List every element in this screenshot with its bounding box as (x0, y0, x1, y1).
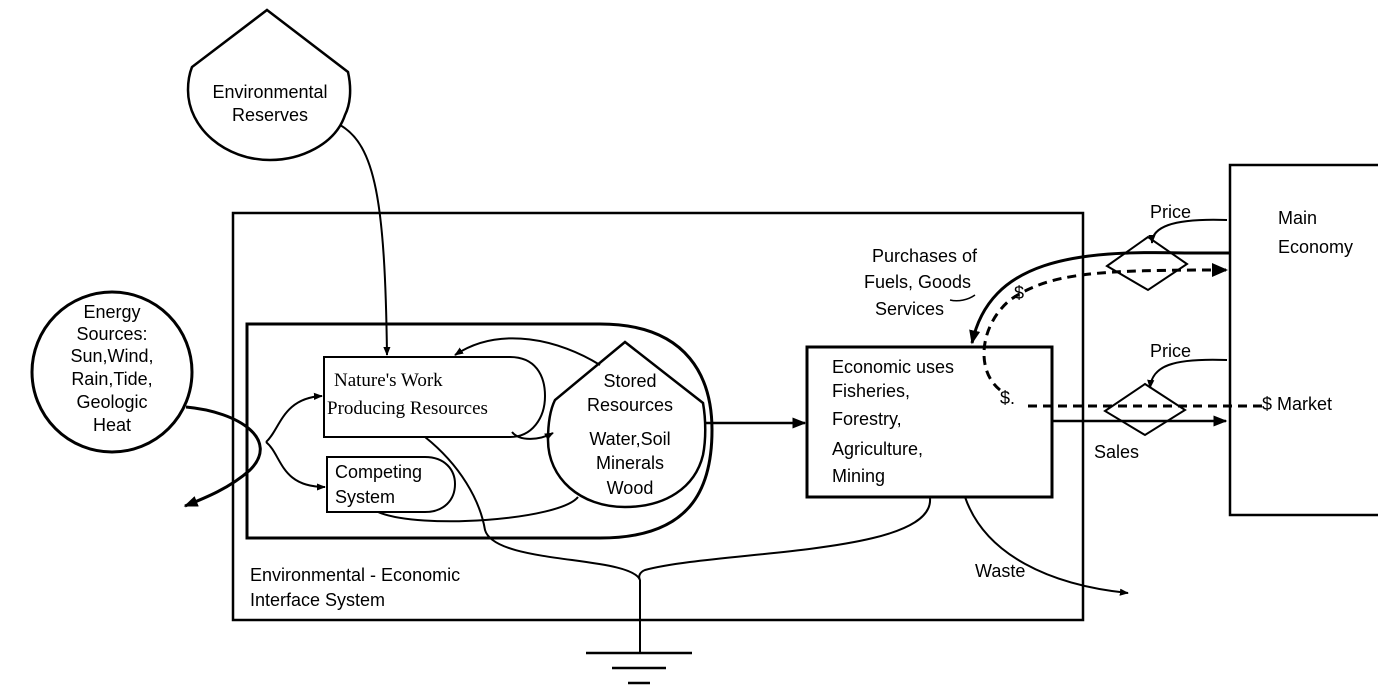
environmental-reserves-label-2: Reserves (232, 105, 308, 125)
purchases-flow-arrow (969, 251, 1230, 345)
environmental-subsystem-boundary (245, 322, 714, 540)
environmental-reserves-tank: Environmental Reserves (186, 8, 352, 162)
purchases-label-pointer (949, 294, 976, 302)
energy-inflow-line (183, 405, 262, 508)
stored-resources-label-1: Stored (603, 371, 656, 391)
interface-system-label-1: Environmental - Economic (250, 565, 460, 585)
economic-uses-label-4: Agriculture, (832, 439, 923, 459)
purchases-label-2: Fuels, Goods (864, 272, 971, 292)
heat-sink-icon (586, 651, 692, 685)
price-diamond-bottom (1103, 382, 1187, 437)
natures-work-label-2: Producing Resources (327, 398, 488, 419)
sales-label: Sales (1094, 442, 1139, 462)
competing-system-label-2: System (335, 487, 395, 507)
stored-resources-label-3: Water,Soil (589, 429, 670, 449)
stored-resources-label-4: Minerals (596, 453, 664, 473)
purchases-label-3: Services (875, 299, 944, 319)
economic-uses-box: Economic uses Fisheries, Forestry, Agric… (805, 345, 1054, 499)
economic-uses-label-2: Fisheries, (832, 381, 910, 401)
stored-resources-tank: Stored Resources Water,Soil Minerals Woo… (546, 340, 707, 509)
natures-work-to-storage-arrow (511, 431, 554, 441)
waste-label: Waste (975, 561, 1025, 581)
dollar-top-label: $ (1014, 283, 1024, 303)
energy-sources-circle: Energy Sources: Sun,Wind, Rain,Tide, Geo… (30, 290, 194, 454)
energy-sources-label-2: Sources: (76, 324, 147, 344)
price-bottom-control-arrow (1147, 358, 1228, 389)
purchases-label-1: Purchases of (872, 246, 978, 266)
dollar-mid-label: $. (1000, 388, 1015, 408)
reserves-flow-arrow (339, 124, 391, 356)
energy-sources-label-5: Geologic (76, 392, 147, 412)
interface-system-label-2: Interface System (250, 590, 385, 610)
price-top-control-arrow (1148, 218, 1228, 244)
main-economy-label-2: Economy (1278, 237, 1353, 257)
main-economy-box: Main Economy (1228, 163, 1378, 517)
economic-uses-label-1: Economic uses (832, 357, 954, 377)
economic-uses-drain (638, 497, 932, 581)
energy-to-natures-work-arrow (265, 392, 323, 443)
environmental-reserves-label-1: Environmental (212, 82, 327, 102)
storage-feedback-arrow (454, 337, 601, 366)
energy-sources-label-4: Rain,Tide, (71, 369, 152, 389)
natures-work-drain (424, 436, 641, 581)
stored-resources-label-5: Wood (607, 478, 654, 498)
money-flow-purchases-dashed (982, 268, 1227, 392)
competing-system-producer: Competing System (326, 456, 457, 513)
price-bottom-label: Price (1150, 341, 1191, 361)
competing-system-label-1: Competing (335, 462, 422, 482)
stored-resources-label-2: Resources (587, 395, 673, 415)
energy-sources-label-3: Sun,Wind, (70, 346, 153, 366)
economic-uses-label-3: Forestry, (832, 409, 902, 429)
energy-sources-label-6: Heat (93, 415, 131, 435)
price-diamond-top (1105, 235, 1189, 292)
money-flow-top-arrowhead (1212, 263, 1228, 277)
energy-sources-label-1: Energy (83, 302, 140, 322)
economic-uses-label-5: Mining (832, 466, 885, 486)
main-economy-label-1: Main (1278, 208, 1317, 228)
competing-drain (377, 496, 579, 523)
energy-to-competing-arrow (265, 441, 326, 491)
waste-arrow (964, 496, 1129, 596)
natures-work-label-1: Nature's Work (334, 370, 443, 391)
price-top-label: Price (1150, 202, 1191, 222)
market-label: $ Market (1262, 394, 1332, 414)
natures-work-producer: Nature's Work Producing Resources (323, 356, 547, 438)
interface-system-boundary (231, 211, 1085, 622)
